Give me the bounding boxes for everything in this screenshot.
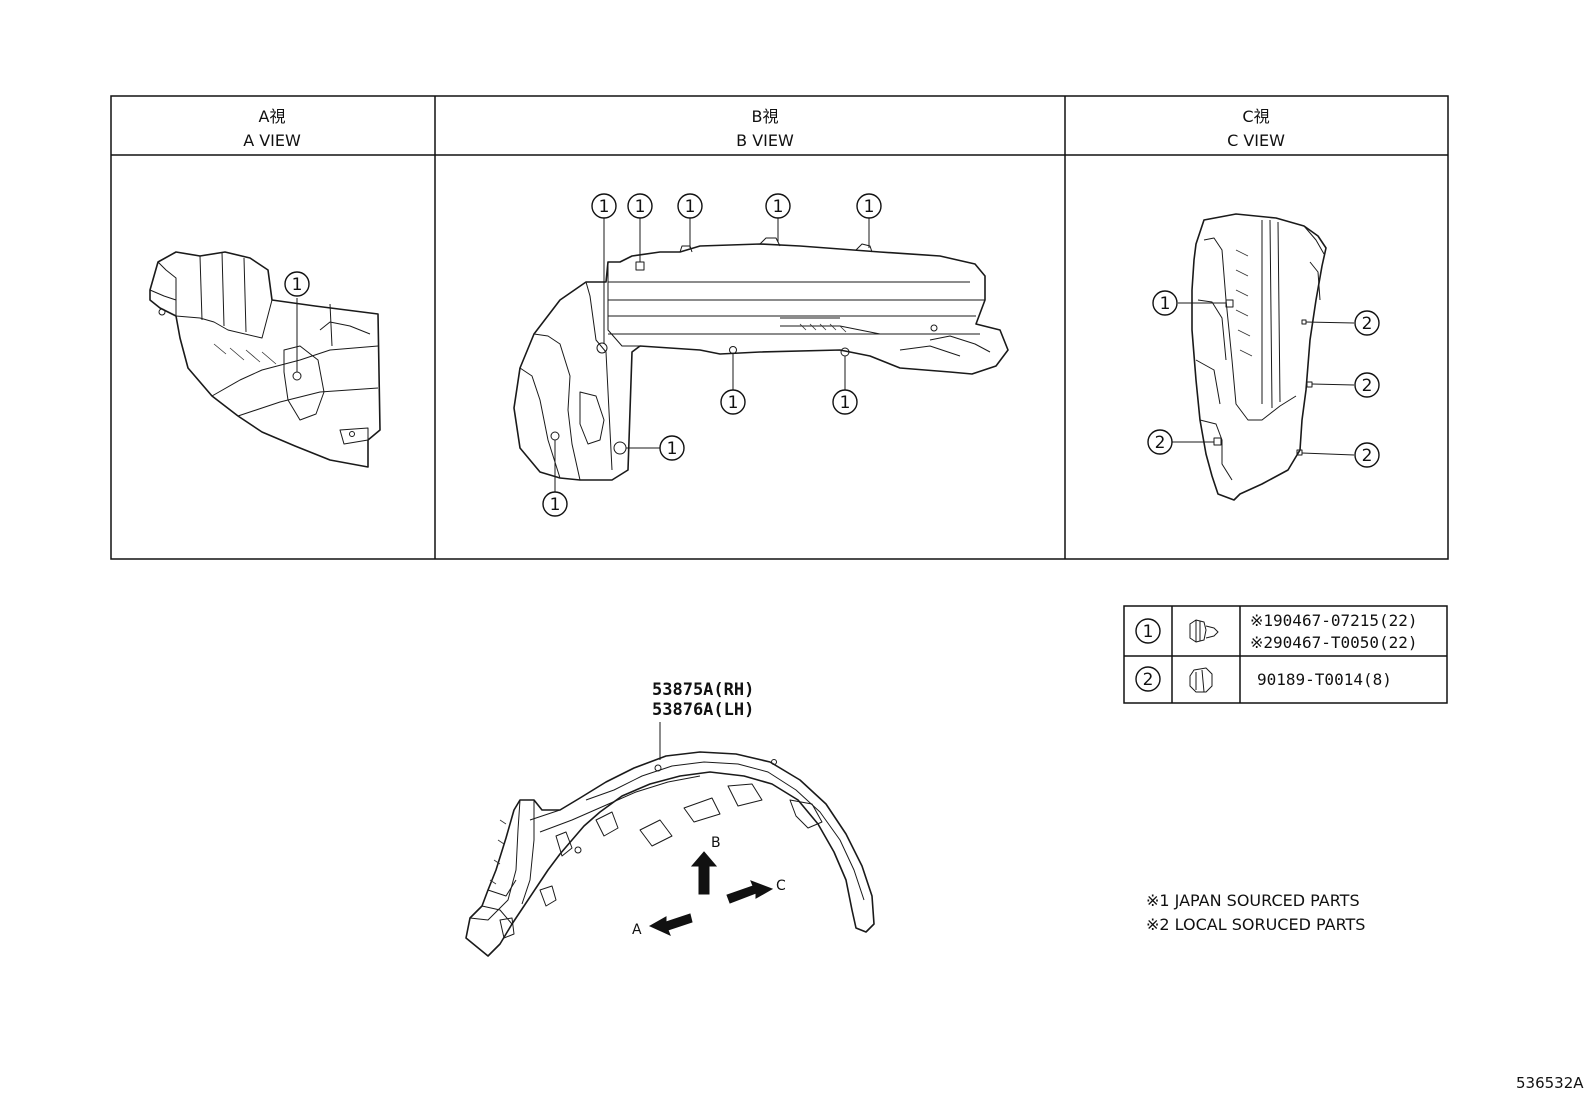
view-c-title-en: C VIEW bbox=[1227, 131, 1285, 150]
view-a-title-en: A VIEW bbox=[243, 131, 301, 150]
callout-bubble: 1 bbox=[542, 491, 568, 517]
legend-part-number: 90189-T0014(8) bbox=[1257, 670, 1392, 689]
callout-number: 2 bbox=[1362, 314, 1373, 334]
callout-number: 2 bbox=[1362, 446, 1373, 466]
callout-number: 1 bbox=[728, 393, 739, 413]
callout-number: 1 bbox=[1160, 294, 1171, 314]
callout-number: 1 bbox=[667, 439, 678, 459]
callout-bubble: 1 bbox=[720, 389, 746, 415]
callout-bubble: 1 bbox=[677, 193, 703, 219]
view-b-title-en: B VIEW bbox=[736, 131, 794, 150]
view-b-drawing bbox=[513, 218, 1009, 492]
arrow-label-a: A bbox=[632, 922, 642, 938]
callout-bubble: 1 bbox=[591, 193, 617, 219]
callout-bubble: 1 bbox=[765, 193, 791, 219]
view-a-title-jp: A視 bbox=[259, 107, 286, 126]
callout-number: 1 bbox=[685, 197, 696, 217]
legend-part-number: ※190467-07215(22) bbox=[1250, 611, 1418, 630]
callout-bubble: 1 bbox=[856, 193, 882, 219]
arrow-label-c: C bbox=[776, 878, 786, 894]
callout-number: 2 bbox=[1155, 433, 1166, 453]
callout-number: 1 bbox=[840, 393, 851, 413]
callout-number: 1 bbox=[864, 197, 875, 217]
view-arrow-b: B bbox=[690, 835, 721, 895]
view-arrow-a: A bbox=[632, 913, 693, 938]
callout-number: 1 bbox=[635, 197, 646, 217]
callout-bubble: 2 bbox=[1354, 442, 1380, 468]
view-b-title-jp: B視 bbox=[752, 107, 779, 126]
view-panel-frame bbox=[110, 95, 1449, 560]
callout-bubble: 2 bbox=[1354, 310, 1380, 336]
diagram-code: 536532A bbox=[1516, 1074, 1584, 1092]
callout-bubble: 1 bbox=[284, 271, 310, 297]
legend-part-number: ※290467-T0050(22) bbox=[1250, 633, 1418, 652]
callout-bubble: 2 bbox=[1135, 666, 1161, 692]
legend-number: 2 bbox=[1143, 670, 1154, 690]
legend-number: 1 bbox=[1143, 622, 1154, 642]
callout-number: 1 bbox=[773, 197, 784, 217]
callout-bubble: 1 bbox=[1152, 290, 1178, 316]
view-c-title-jp: C視 bbox=[1242, 107, 1269, 126]
callout-bubble: 1 bbox=[659, 435, 685, 461]
callout-bubble: 2 bbox=[1354, 372, 1380, 398]
parts-legend-table bbox=[1123, 605, 1448, 704]
callout-number: 1 bbox=[550, 495, 561, 515]
arrow-label-b: B bbox=[711, 835, 721, 851]
callout-bubble: 1 bbox=[627, 193, 653, 219]
callout-number: 1 bbox=[599, 197, 610, 217]
callout-number: 2 bbox=[1362, 376, 1373, 396]
callout-bubble: 1 bbox=[1135, 618, 1161, 644]
part-number-rh: 53875A(RH) bbox=[652, 680, 754, 700]
push-rivet-clip-icon bbox=[1189, 619, 1219, 643]
fender-liner-drawing bbox=[465, 751, 875, 957]
view-arrow-c: C bbox=[726, 878, 786, 904]
legend-row-2: 2 90189-T0014(8) bbox=[1135, 666, 1392, 693]
note-japan-sourced: ※1 JAPAN SOURCED PARTS bbox=[1146, 891, 1360, 910]
nut-clip-icon bbox=[1189, 667, 1213, 693]
part-number-lh: 53876A(LH) bbox=[652, 700, 754, 720]
legend-row-1: 1 ※190467-07215(22) ※290467-T0050(22) bbox=[1135, 611, 1418, 652]
callout-bubble: 2 bbox=[1147, 429, 1173, 455]
view-a-drawing bbox=[149, 251, 381, 468]
view-c-drawing bbox=[1172, 213, 1355, 501]
callout-number: 1 bbox=[292, 275, 303, 295]
note-local-sourced: ※2 LOCAL SORUCED PARTS bbox=[1146, 915, 1365, 934]
callout-bubble: 1 bbox=[832, 389, 858, 415]
